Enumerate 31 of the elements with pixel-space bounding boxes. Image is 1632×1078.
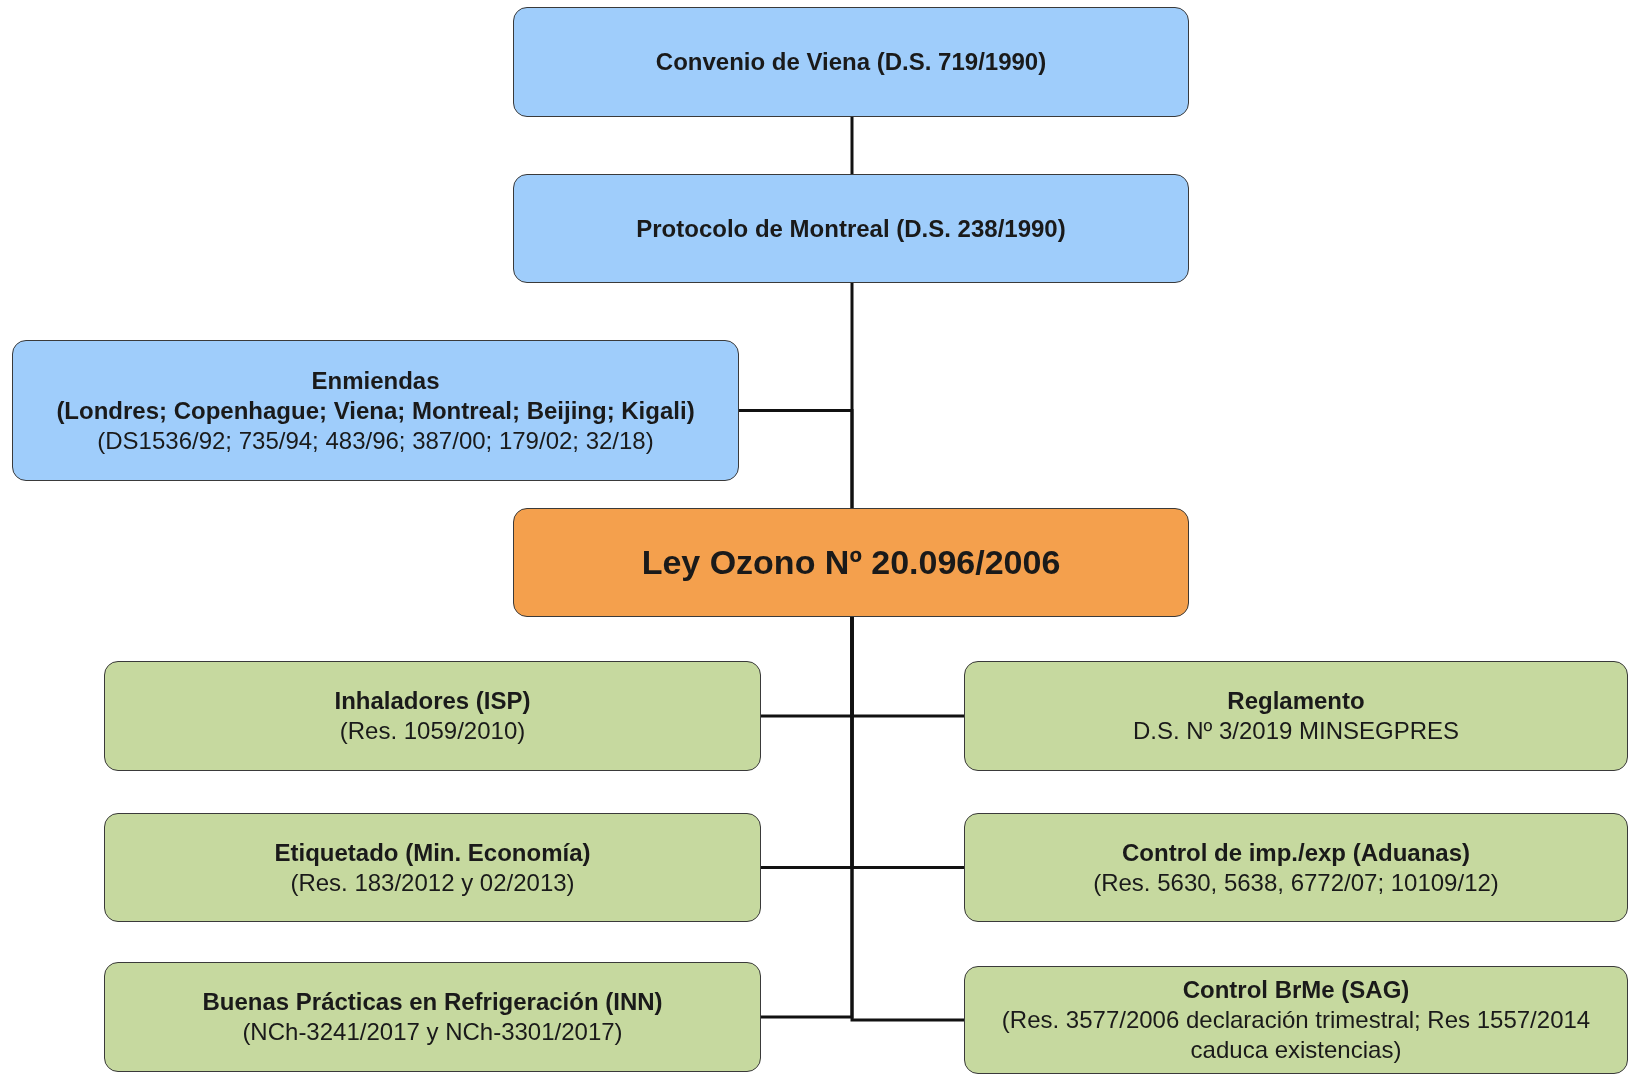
- box-heading: (Londres; Copenhague; Viena; Montreal; Beijing; Kigali): [56, 395, 695, 426]
- process-box: [513, 7, 1189, 117]
- process-box: [12, 340, 739, 481]
- connector-line: [850, 617, 964, 1022]
- box-text: (Res. 1059/2010): [339, 716, 526, 746]
- box-heading: Control BrMe (SAG): [1182, 975, 1410, 1005]
- process-box: [964, 813, 1628, 922]
- box-heading: Ley Ozono Nº 20.096/2006: [641, 542, 1061, 584]
- box-heading: Convenio de Viena (D.S. 719/1990): [655, 47, 1047, 77]
- connector-line: [850, 117, 854, 174]
- box-heading: Protocolo de Montreal (D.S. 238/1990): [636, 213, 1066, 244]
- process-box: [513, 174, 1189, 283]
- process-box: [104, 962, 761, 1072]
- connector-line: [739, 409, 854, 508]
- box-text: (NCh-3241/2017 y NCh-3301/2017): [242, 1017, 623, 1047]
- process-box: [104, 661, 761, 771]
- box-text: (DS1536/92; 735/94; 483/96; 387/00; 179/02; 32/18): [97, 425, 654, 456]
- box-heading: Etiquetado (Min. Economía): [274, 837, 591, 868]
- process-box: [513, 508, 1189, 617]
- box-heading: Enmiendas: [311, 365, 440, 396]
- box-text: (Res. 5630, 5638, 6772/07; 10109/12): [1093, 867, 1499, 898]
- process-box: [964, 661, 1628, 771]
- box-text: D.S. Nº 3/2019 MINSEGPRES: [1132, 716, 1460, 746]
- box-heading: Control de imp./exp (Aduanas): [1122, 837, 1470, 868]
- box-heading: Inhaladores (ISP): [334, 686, 531, 716]
- box-heading: Buenas Prácticas en Refrigeración (INN): [202, 987, 663, 1017]
- box-text: (Res. 183/2012 y 02/2013): [290, 867, 575, 898]
- process-box: [104, 813, 761, 922]
- box-text: (Res. 3577/2006 declaración trimestral; Res 1557/2014 caduca existencias): [1000, 1005, 1592, 1065]
- box-heading: Reglamento: [1227, 686, 1365, 716]
- process-box: [964, 966, 1628, 1074]
